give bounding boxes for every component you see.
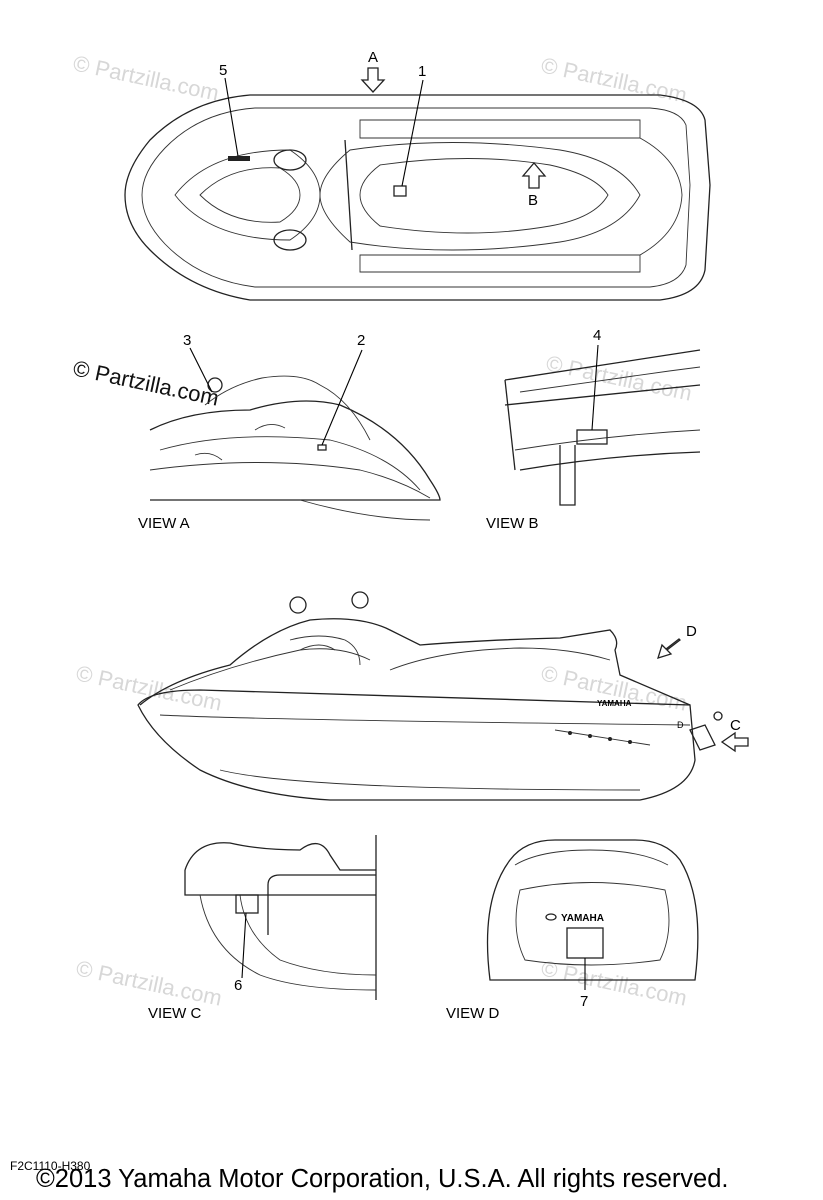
arrow-c-icon (720, 731, 749, 753)
view-c-handle (267, 874, 376, 935)
diagram-code: F2C1110-H380 (10, 1159, 91, 1173)
arrow-c-label: C (730, 717, 741, 734)
side-view-cowl-2 (289, 635, 361, 666)
leader-1 (401, 79, 424, 187)
view-d-outline (486, 839, 699, 981)
leader-3 (189, 347, 213, 393)
top-view-label-5-marker (228, 156, 250, 161)
side-view-nozzle (689, 724, 716, 751)
watermark-top-left: © Partzilla.com (71, 50, 221, 105)
side-view-bottom-strake (219, 769, 641, 791)
top-view-nose-2 (199, 167, 301, 223)
side-view-transom-letter: D (677, 720, 684, 730)
side-view-vent (299, 644, 336, 651)
view-a-hull (149, 400, 441, 501)
side-view-chine (159, 714, 691, 726)
callout-2: 2 (357, 332, 365, 349)
side-view-rivet-2 (588, 734, 592, 738)
side-view-rivet-3 (608, 737, 612, 741)
view-a-cowl (204, 375, 371, 441)
view-b-post (559, 445, 576, 506)
top-view-seat-inner (359, 158, 609, 234)
watermark-top-right: © Partzilla.com (539, 52, 689, 107)
side-view-craft (137, 591, 749, 801)
side-view-tow-hook (713, 711, 723, 721)
view-a-label-2-marker (317, 444, 327, 451)
top-view-handlebar (344, 139, 353, 251)
top-view-hull-outline (124, 94, 711, 301)
callout-7: 7 (580, 993, 588, 1010)
view-d-badge-icon (545, 913, 557, 921)
view-b-footwell (514, 429, 701, 451)
view-d-drawing (486, 839, 699, 990)
view-c-drawing (184, 835, 377, 1000)
view-b-left-edge (504, 379, 516, 471)
side-view-rivet-4 (628, 740, 632, 744)
side-view-brand-badge: YAMAHA (597, 699, 632, 708)
top-view-mirror-right (273, 229, 307, 251)
top-view-craft (124, 67, 711, 301)
side-view-mirror-left (289, 596, 307, 614)
view-b-caption: VIEW B (486, 515, 539, 532)
view-d-seat (514, 849, 669, 866)
view-d-caption: VIEW D (446, 1005, 500, 1022)
view-a-bottom (299, 499, 431, 521)
side-view-hull (137, 689, 696, 801)
view-c-label-6-marker (235, 894, 259, 914)
callout-1: 1 (418, 63, 426, 80)
watermark-view-c: © Partzilla.com (74, 955, 224, 1010)
top-view-nose-1 (174, 149, 321, 241)
view-a-drawing (149, 347, 441, 521)
leader-6 (241, 912, 247, 979)
view-d-label-7-marker (566, 927, 604, 959)
leader-2 (321, 349, 363, 446)
leader-4 (591, 344, 599, 431)
side-view-cowl-1 (169, 648, 371, 691)
copyright-notice: ©2013 Yamaha Motor Corporation, U.S.A. A… (36, 1165, 729, 1193)
view-a-vent-2 (194, 452, 223, 461)
top-view-hull-inner (141, 107, 691, 288)
leader-5 (224, 77, 239, 157)
view-b-gunwale-top (504, 349, 701, 381)
side-view-rivet-1 (568, 731, 572, 735)
view-a-deck-2 (149, 462, 431, 499)
view-d-brand-badge: YAMAHA (561, 913, 604, 924)
top-view-mirror-left (273, 149, 307, 171)
side-view-mirror-right (351, 591, 369, 609)
arrow-d-label: D (686, 623, 697, 640)
arrow-b-icon (521, 161, 547, 189)
watermark-side-left: © Partzilla.com (74, 660, 224, 715)
view-a-caption: VIEW A (138, 515, 190, 532)
view-a-deck-1 (159, 436, 421, 491)
view-b-side-top (504, 384, 701, 406)
side-view-seat (389, 647, 611, 671)
callout-5: 5 (219, 62, 227, 79)
view-c-hull (199, 894, 377, 991)
view-d-panel (515, 882, 670, 966)
top-view-label-1-marker (393, 185, 407, 197)
watermark-view-a-dark: © Partzilla.com (71, 355, 221, 410)
top-view-footwell-right (359, 254, 641, 273)
callout-3: 3 (183, 332, 191, 349)
arrow-d-icon (657, 638, 681, 659)
view-c-caption: VIEW C (148, 1005, 202, 1022)
side-view-deck (139, 618, 691, 706)
view-b-drawing (504, 344, 701, 506)
view-b-stripe (519, 366, 701, 393)
view-c-hull-strake (239, 894, 377, 976)
view-a-vent-1 (254, 424, 286, 431)
view-b-label-4-marker (576, 429, 608, 445)
top-view-footwell-left (359, 119, 641, 139)
arrow-b-label: B (528, 192, 538, 209)
arrow-a-label: A (368, 49, 378, 66)
view-b-floor (519, 451, 701, 471)
top-view-stern (639, 137, 683, 256)
view-c-seat (184, 842, 376, 871)
top-view-seat (319, 142, 641, 251)
arrow-a-icon (360, 67, 386, 93)
callout-6: 6 (234, 977, 242, 994)
view-c-deck (184, 870, 376, 896)
callout-4: 4 (593, 327, 601, 344)
